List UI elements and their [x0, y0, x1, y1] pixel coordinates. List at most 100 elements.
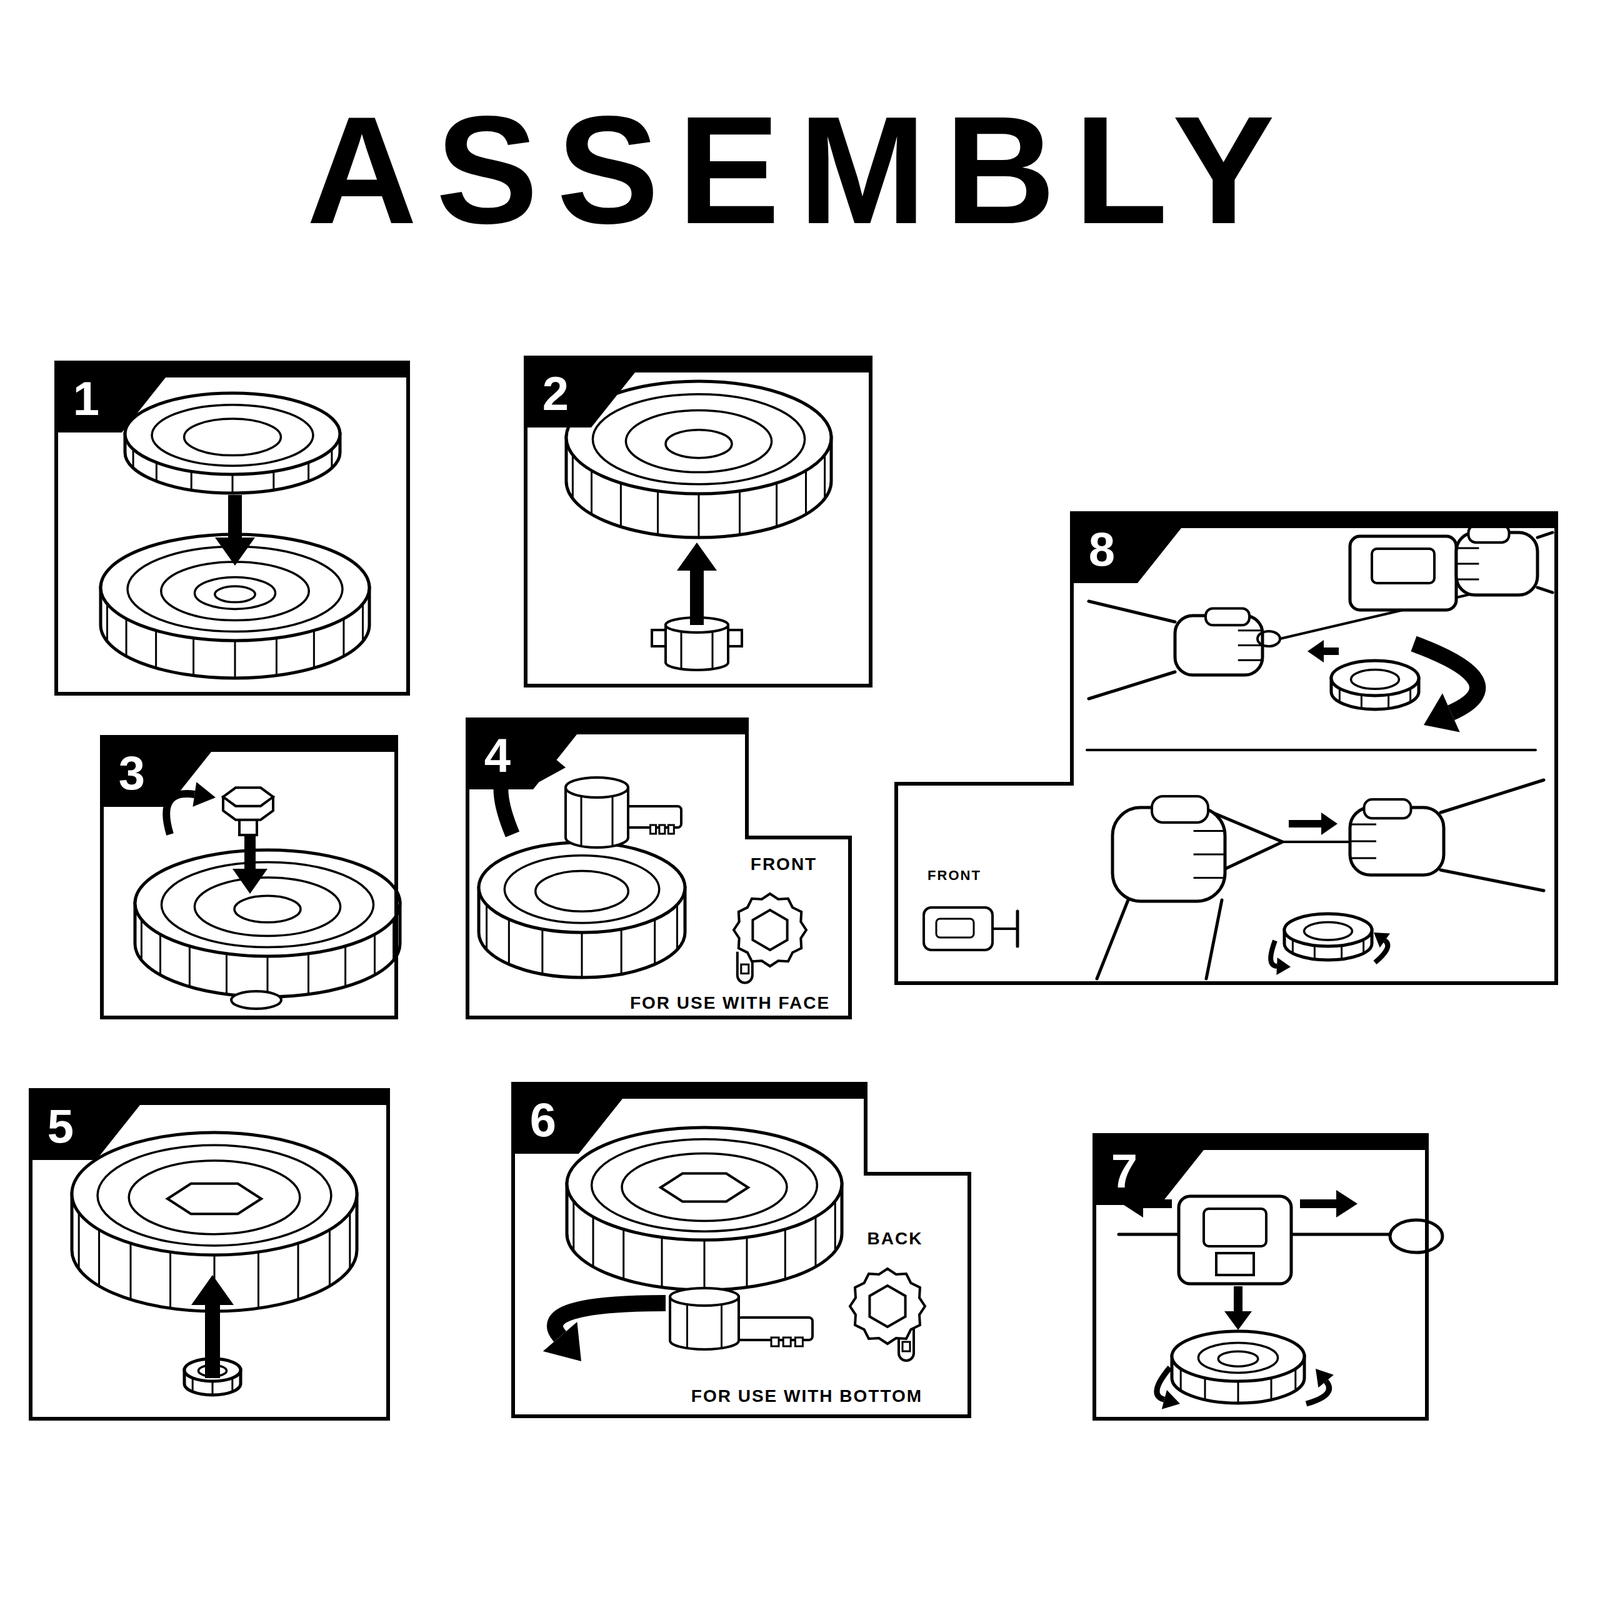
- page-title: ASSEMBLY: [306, 93, 1294, 247]
- caption-label: FOR USE WITH BOTTOM: [691, 1386, 923, 1407]
- part-edge: [344, 946, 347, 987]
- motion-arrow: [215, 495, 255, 566]
- launcher-detail: [1203, 1208, 1267, 1247]
- top-part: [1171, 1331, 1305, 1404]
- part-edge: [1180, 1368, 1182, 1391]
- text-holder: 6: [530, 1093, 557, 1147]
- part-edge: [231, 474, 234, 494]
- text-holder: 2: [542, 367, 569, 420]
- launcher-front-icon: [992, 927, 1018, 930]
- part-top: [71, 1132, 357, 1255]
- motion-arrow: [676, 542, 717, 625]
- part-edge: [125, 618, 128, 657]
- launcher-detail: [1216, 1253, 1254, 1275]
- part-ridge: [234, 895, 301, 923]
- spin-gear: [651, 617, 742, 670]
- part-ridge: [1218, 1351, 1259, 1367]
- part-edge: [155, 462, 158, 482]
- title-holder: ASSEMBLY: [0, 93, 1600, 247]
- turn-arrow-head: [1161, 1390, 1180, 1410]
- top-part: [478, 842, 685, 978]
- part-edge: [129, 1243, 132, 1300]
- text-holder: FOR USE WITH FACE: [630, 993, 830, 1014]
- step-number: 8: [1088, 523, 1115, 576]
- part-ridge: [1198, 1342, 1278, 1373]
- panel-outline: [101, 736, 397, 1018]
- part-top: [125, 393, 340, 475]
- part-edge: [1360, 695, 1363, 709]
- part-top: [1171, 1331, 1305, 1382]
- part-edge: [234, 640, 237, 679]
- top-part: [566, 1127, 842, 1290]
- part-edge: [159, 934, 162, 975]
- motion-arrow: [1224, 1286, 1252, 1330]
- launcher-detail: [1371, 548, 1435, 584]
- part-edge: [1313, 945, 1316, 960]
- panel-header: [101, 736, 397, 807]
- part-ridge: [194, 877, 340, 937]
- part-ridge: [1351, 669, 1400, 689]
- motion-arrow: [1300, 1190, 1358, 1218]
- turn-arrow-head: [1276, 957, 1291, 975]
- part-ridge: [504, 855, 660, 924]
- part-edge: [307, 953, 310, 995]
- text-holder: BACK: [867, 1229, 924, 1249]
- turn-arrow-head: [1423, 693, 1460, 732]
- arm-line: [1096, 900, 1129, 979]
- panel-border: [525, 357, 871, 686]
- hand: [1350, 799, 1444, 875]
- panel-outline: [896, 513, 1557, 984]
- part-edge: [297, 1243, 300, 1300]
- part-ridge: [592, 394, 805, 485]
- part-edge: [508, 919, 510, 965]
- step-panel: 3: [101, 736, 397, 1018]
- spin-gear: [670, 1288, 739, 1350]
- caption-label: BACK: [867, 1229, 924, 1249]
- hand-thumb: [1364, 799, 1412, 819]
- arm-line: [1537, 532, 1553, 538]
- arm-line: [1088, 601, 1175, 622]
- part-edge: [745, 1237, 748, 1288]
- arm-tooth: [659, 825, 665, 834]
- hex-hole-icon: [869, 1285, 905, 1327]
- part-edge: [485, 905, 488, 950]
- step-number: 1: [73, 372, 100, 425]
- hex-core: [660, 1173, 749, 1202]
- gear-edge: [611, 795, 614, 846]
- part-edge: [1237, 1381, 1240, 1404]
- caption-label: FRONT: [927, 868, 982, 884]
- part-edge: [661, 1237, 664, 1288]
- rip-cord-ring: [1390, 1220, 1443, 1253]
- panel-header: [467, 719, 747, 790]
- hand: [1112, 796, 1225, 902]
- finger-line: [1456, 578, 1479, 581]
- part-edge: [834, 1201, 837, 1252]
- part-top: [1331, 660, 1419, 696]
- finger-line: [1456, 547, 1479, 550]
- text-holder: FRONT: [750, 855, 817, 875]
- panel-border: [30, 1090, 389, 1419]
- step-panel: 7: [1094, 1135, 1427, 1419]
- part-edge: [211, 1381, 214, 1395]
- panel-outline: [56, 362, 409, 694]
- panel-outline: [525, 357, 871, 686]
- panel-outline: [1094, 1135, 1427, 1419]
- top-part: [1284, 913, 1372, 960]
- part-edge: [581, 932, 584, 978]
- bolt-top: [223, 787, 274, 806]
- part-ridge: [535, 871, 629, 912]
- step-panel: 1: [56, 362, 409, 694]
- turn-arrow-head: [543, 1321, 582, 1362]
- arm-tooth: [771, 1337, 779, 1347]
- part-ridge: [161, 561, 310, 621]
- panel-border: [1094, 1135, 1427, 1419]
- gear-edge: [711, 631, 714, 669]
- part-edge: [571, 455, 574, 499]
- part-edge: [1270, 1378, 1273, 1400]
- part-edge: [592, 1216, 595, 1267]
- panel-border: [101, 736, 397, 1018]
- gear-top: [565, 777, 629, 798]
- rip-cord: [1281, 840, 1354, 844]
- gear-edge: [680, 631, 683, 669]
